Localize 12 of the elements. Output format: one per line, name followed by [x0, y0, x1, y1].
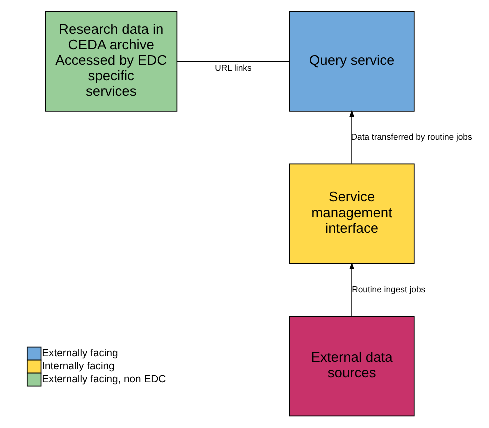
arrow — [350, 110, 354, 164]
arrow — [350, 262, 354, 317]
node-box: Query service — [289, 11, 415, 112]
node-box: External data sources — [289, 316, 415, 417]
legend-label: Externally facing, non EDC — [42, 374, 166, 386]
edge-label: Routine ingest jobs — [352, 284, 426, 294]
legend-label: Internally facing — [42, 361, 115, 372]
node-box: Service management interface — [289, 164, 415, 264]
edge-label: URL links — [215, 63, 252, 74]
connector — [177, 61, 290, 62]
node-box: Research data in CEDA archive Accessed by EDC specific services — [45, 11, 178, 112]
legend-label: Externally facing — [42, 348, 118, 360]
